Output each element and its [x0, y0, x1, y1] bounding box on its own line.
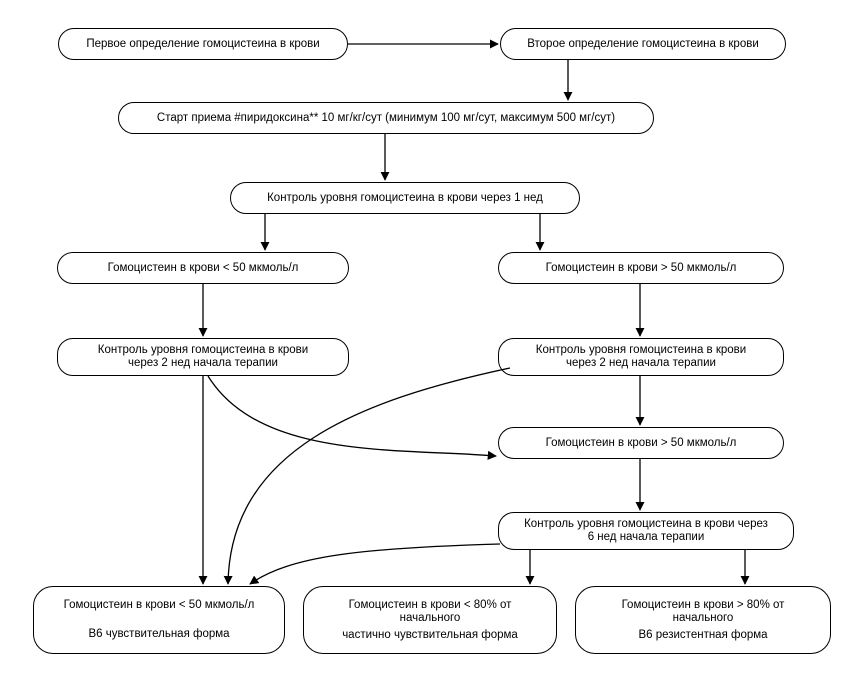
node-text: через 2 нед начала терапии [566, 357, 716, 369]
node-control-2-weeks-left: Контроль уровня гомоцистеина в крови чер… [57, 338, 349, 376]
node-text: Старт приема #пиридоксина** 10 мг/кг/сут… [156, 111, 616, 124]
node-text: Гомоцистеин в крови < 80% от [348, 599, 512, 611]
node-text: 6 нед начала терапии [587, 531, 705, 543]
node-text: Второе определение гомоцистеина в крови [527, 37, 759, 50]
node-text: Гомоцистеин в крови < 50 мкмоль/л [107, 261, 299, 274]
node-result-b6-sensitive: Гомоцистеин в крови < 50 мкмоль/л B6 чув… [33, 586, 285, 654]
node-subtext: частично чувствительная форма [342, 629, 518, 641]
edge-n7-n9 [207, 375, 497, 460]
node-result-b6-resistant: Гомоцистеин в крови > 80% от начального … [575, 586, 831, 654]
node-first-homocysteine-test: Первое определение гомоцистеина в крови [58, 28, 348, 60]
node-text: Гомоцистеин в крови < 50 мкмоль/л [63, 599, 255, 611]
node-text: Контроль уровня гомоцистеина в крови чер… [267, 191, 543, 204]
node-text: начального [399, 612, 461, 624]
node-second-homocysteine-test: Второе определение гомоцистеина в крови [500, 28, 786, 60]
node-hcy-below-50-a: Гомоцистеин в крови < 50 мкмоль/л [57, 252, 349, 284]
node-text: Гомоцистеин в крови > 50 мкмоль/л [545, 261, 737, 274]
node-text: через 2 нед начала терапии [128, 357, 278, 369]
node-control-2-weeks-right: Контроль уровня гомоцистеина в крови чер… [498, 338, 784, 376]
node-text: Контроль уровня гомоцистеина в крови [535, 344, 747, 356]
node-text: Первое определение гомоцистеина в крови [86, 37, 320, 50]
node-subtext: B6 чувствительная форма [88, 628, 230, 640]
node-subtext: B6 резистентная форма [638, 629, 768, 641]
node-control-6-weeks: Контроль уровня гомоцистеина в крови чер… [498, 512, 794, 550]
node-result-partially-sensitive: Гомоцистеин в крови < 80% от начального … [303, 586, 557, 654]
node-text: начального [672, 612, 734, 624]
edge-n10-n11 [249, 543, 501, 585]
node-text: Гомоцистеин в крови > 50 мкмоль/л [545, 436, 737, 449]
node-text: Контроль уровня гомоцистеина в крови [97, 344, 309, 356]
node-control-1-week: Контроль уровня гомоцистеина в крови чер… [230, 182, 580, 214]
node-text: Гомоцистеин в крови > 80% от [621, 599, 785, 611]
node-text: Контроль уровня гомоцистеина в крови чер… [524, 518, 768, 530]
edge-n8-n11 [223, 367, 511, 585]
node-hcy-above-50-a: Гомоцистеин в крови > 50 мкмоль/л [498, 252, 784, 284]
node-hcy-above-50-b: Гомоцистеин в крови > 50 мкмоль/л [498, 427, 784, 459]
node-start-pyridoxine: Старт приема #пиридоксина** 10 мг/кг/сут… [118, 102, 654, 134]
